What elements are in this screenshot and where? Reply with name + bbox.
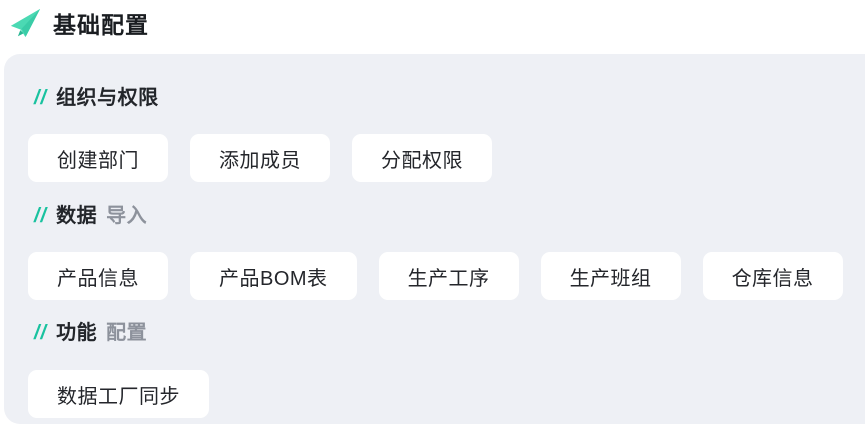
- section-title-primary: 组织与权限: [56, 87, 159, 109]
- page-header: 基础配置: [8, 6, 149, 40]
- section-feature-config: // 功能 配置 数据工厂同步: [28, 319, 865, 418]
- double-slash-marker: //: [34, 87, 48, 109]
- button-row-data-import: 产品信息 产品BOM表 生产工序 生产班组 仓库信息: [28, 252, 865, 300]
- section-data-import: // 数据 导入 产品信息 产品BOM表 生产工序 生产班组 仓库信息: [28, 202, 865, 300]
- data-factory-sync-button[interactable]: 数据工厂同步: [28, 370, 209, 418]
- production-team-button[interactable]: 生产班组: [540, 252, 681, 300]
- config-card: // 组织与权限 创建部门 添加成员 分配权限 // 数据 导入 产品信息 产品…: [4, 54, 865, 424]
- section-title-feature-config: // 功能 配置: [34, 319, 865, 347]
- section-title-primary: 数据: [56, 205, 98, 227]
- product-bom-button[interactable]: 产品BOM表: [190, 252, 357, 300]
- button-row-feature-config: 数据工厂同步: [28, 370, 865, 418]
- page-title: 基础配置: [53, 12, 149, 38]
- add-member-button[interactable]: 添加成员: [190, 134, 330, 182]
- section-title-secondary: 配置: [106, 322, 148, 344]
- section-title-data-import: // 数据 导入: [34, 202, 865, 230]
- double-slash-marker: //: [34, 205, 48, 227]
- double-slash-marker: //: [34, 322, 48, 344]
- section-title-org-permissions: // 组织与权限: [34, 84, 865, 112]
- warehouse-info-button[interactable]: 仓库信息: [702, 252, 843, 300]
- section-title-primary: 功能: [56, 322, 98, 344]
- production-process-button[interactable]: 生产工序: [378, 252, 519, 300]
- create-department-button[interactable]: 创建部门: [28, 134, 168, 182]
- paper-plane-icon: [8, 6, 42, 40]
- section-org-permissions: // 组织与权限 创建部门 添加成员 分配权限: [28, 84, 865, 182]
- button-row-org-permissions: 创建部门 添加成员 分配权限: [28, 134, 865, 182]
- section-title-secondary: 导入: [106, 205, 148, 227]
- assign-permission-button[interactable]: 分配权限: [352, 134, 492, 182]
- product-info-button[interactable]: 产品信息: [28, 252, 168, 300]
